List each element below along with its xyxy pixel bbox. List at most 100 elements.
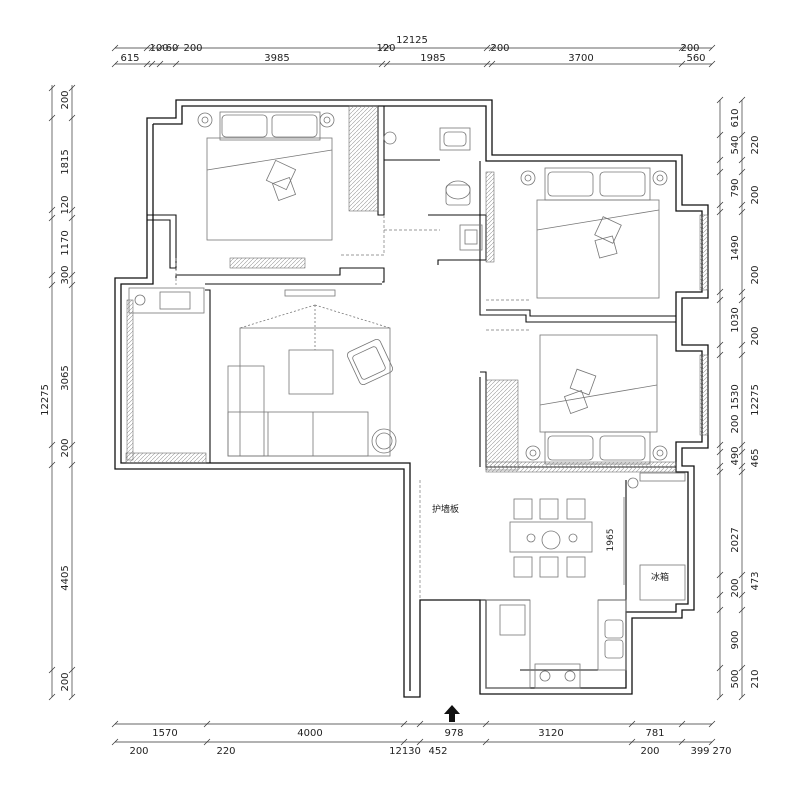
svg-text:490: 490 [730, 446, 741, 465]
dimension-tick [483, 44, 491, 52]
left-total: 12275 [40, 384, 51, 416]
entrance-arrow-icon [444, 705, 460, 722]
dimension-tick [416, 738, 424, 746]
dimension-tick [716, 296, 724, 304]
dimension-tick [400, 720, 408, 728]
svg-text:300: 300 [60, 265, 71, 284]
dimension-tick [738, 468, 746, 476]
dimension-tick [156, 60, 164, 68]
left-dimension-text: 200 1815 120 1170 300 3065 12275 200 440… [40, 90, 71, 691]
svg-text:100: 100 [149, 43, 168, 54]
dimension-tick [738, 591, 746, 599]
dimension-tick [203, 720, 211, 728]
bottom-total: 12130 [389, 746, 421, 757]
svg-text:200: 200 [750, 185, 761, 204]
dimension-tick [716, 664, 724, 672]
svg-text:3065: 3065 [60, 365, 71, 390]
svg-text:200: 200 [750, 326, 761, 345]
dimension-tick [738, 296, 746, 304]
dimension-tick [738, 96, 746, 104]
dimension-tick [716, 468, 724, 476]
dimension-tick [716, 441, 724, 449]
dimension-tick [738, 448, 746, 456]
svg-text:200: 200 [640, 746, 659, 757]
dimension-tick [48, 666, 56, 674]
svg-text:200: 200 [183, 43, 202, 54]
svg-text:1170: 1170 [60, 230, 71, 255]
svg-text:1030: 1030 [730, 307, 741, 332]
window-hatches [125, 105, 709, 473]
svg-text:500: 500 [730, 669, 741, 688]
svg-text:200: 200 [490, 43, 509, 54]
bed-icon-3 [525, 334, 668, 465]
dimension-tick [172, 60, 180, 68]
dimension-tick [378, 44, 386, 52]
guard-board-label: 护墙板 [432, 503, 459, 515]
dimension-tick [482, 720, 490, 728]
dimension-tick [678, 738, 686, 746]
top-total: 12125 [396, 35, 428, 46]
dimension-tick [716, 693, 724, 701]
dimension-tick [708, 60, 716, 68]
dimension-tick [716, 288, 724, 296]
dimension-tick [111, 60, 119, 68]
svg-text:60: 60 [166, 43, 179, 54]
svg-text:120: 120 [60, 195, 71, 214]
dimension-tick [738, 131, 746, 139]
svg-text:220: 220 [216, 746, 235, 757]
dimension-tick [628, 720, 636, 728]
bottom-dimension-text: 1570 4000 978 3120 781 200 220 12130 452… [129, 728, 731, 757]
bottom-dimensions [111, 720, 716, 746]
stove-icon [534, 663, 581, 689]
exterior-walls [114, 99, 709, 698]
svg-text:540: 540 [730, 135, 741, 154]
dimension-tick [156, 44, 164, 52]
svg-text:200: 200 [750, 265, 761, 284]
toilet-icon [445, 180, 471, 206]
dimension-tick [48, 461, 56, 469]
dimension-tick [716, 201, 724, 209]
dimension-tick [143, 44, 151, 52]
dimension-tick [48, 281, 56, 289]
dimension-tick [48, 84, 56, 92]
dimension-tick [48, 693, 56, 701]
dimension-tick [716, 462, 724, 470]
dimension-tick [708, 44, 716, 52]
svg-text:790: 790 [730, 178, 741, 197]
svg-text:220: 220 [750, 135, 761, 154]
svg-text:900: 900 [730, 630, 741, 649]
svg-text:200: 200 [129, 746, 148, 757]
dimension-tick [716, 351, 724, 359]
svg-text:200: 200 [730, 578, 741, 597]
dimension-tick [383, 60, 391, 68]
dimension-tick [482, 738, 490, 746]
dimension-tick [203, 738, 211, 746]
dimension-tick [68, 214, 76, 222]
svg-text:1570: 1570 [152, 728, 177, 739]
dimension-tick [738, 208, 746, 216]
dimension-tick [483, 60, 491, 68]
dimension-tick [172, 44, 180, 52]
dimension-tick [378, 60, 386, 68]
dimension-tick [708, 738, 716, 746]
bed-icon-2 [520, 167, 668, 299]
dimension-tick [716, 131, 724, 139]
dimension-tick [716, 571, 724, 579]
right-dimension-text: 610 540 220 790 200 1490 200 1030 200 15… [730, 108, 761, 688]
dimension-tick [111, 44, 119, 52]
dimension-tick [716, 591, 724, 599]
dining-table-icon [509, 498, 593, 578]
dimension-tick [68, 461, 76, 469]
dimension-tick [678, 44, 686, 52]
dimension-tick [488, 60, 496, 68]
dimension-tick [400, 738, 408, 746]
svg-text:200: 200 [60, 90, 71, 109]
svg-text:781: 781 [645, 728, 664, 739]
dimension-tick [416, 720, 424, 728]
dimension-tick [738, 462, 746, 470]
dimension-tick [708, 720, 716, 728]
svg-text:3985: 3985 [264, 53, 289, 64]
right-dimensions [716, 96, 746, 701]
dimension-tick [678, 720, 686, 728]
dimension-tick [488, 44, 496, 52]
